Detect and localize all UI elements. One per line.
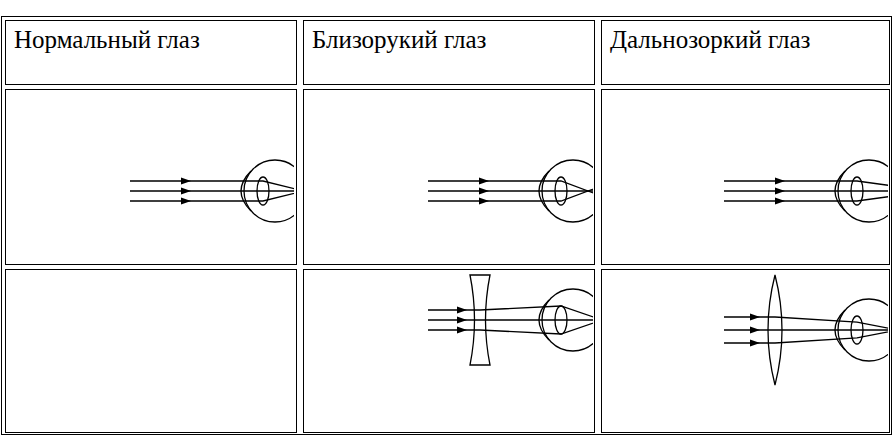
header-text: Дальнозоркий глаз (610, 26, 880, 54)
table-header-cell: Близорукий глаз (306, 22, 592, 58)
ray-arrowhead (181, 188, 191, 195)
table-cell-border (6, 270, 297, 433)
table-cell-border (6, 90, 297, 265)
table-cell-border (304, 21, 595, 85)
ray-arrowhead (457, 307, 467, 314)
table-borders (2, 17, 892, 435)
ray-arrowhead (775, 178, 785, 185)
eye-figures (130, 160, 893, 385)
table-cell-border (602, 21, 890, 85)
table-outer-border (2, 17, 892, 435)
ray-arrowhead (775, 198, 785, 205)
ray-arrowhead (750, 327, 760, 334)
ray-arrowhead (479, 198, 489, 205)
light-ray (428, 186, 593, 201)
light-ray (428, 181, 593, 196)
ray-arrowhead (750, 314, 760, 321)
ray-arrowhead (479, 188, 489, 195)
light-ray (428, 190, 593, 191)
ray-arrowhead (750, 340, 760, 347)
table-cell-border (602, 90, 890, 265)
light-ray (724, 317, 888, 330)
ray-arrowhead (181, 198, 191, 205)
table-header-cell: Нормальный глаз (8, 22, 294, 58)
ray-arrowhead (181, 178, 191, 185)
table-cell-border (304, 270, 595, 433)
light-ray (130, 181, 294, 191)
table-header-cell: Дальнозоркий глаз (604, 22, 886, 58)
header-text: Нормальный глаз (14, 26, 288, 54)
ray-arrowhead (457, 327, 467, 334)
light-ray (428, 320, 593, 334)
ray-arrowhead (457, 317, 467, 324)
light-ray (724, 330, 888, 343)
light-ray (130, 191, 294, 201)
light-ray (428, 306, 593, 320)
light-ray (130, 190, 294, 191)
light-ray (724, 329, 888, 330)
light-ray (724, 190, 888, 191)
ray-arrowhead (479, 178, 489, 185)
table-cell-border (6, 21, 297, 85)
light-ray (724, 195, 888, 201)
light-ray (428, 319, 593, 320)
light-ray (724, 181, 888, 187)
ray-arrowhead (775, 188, 785, 195)
table-cell-border (304, 90, 595, 265)
header-text: Близорукий глаз (312, 26, 586, 54)
